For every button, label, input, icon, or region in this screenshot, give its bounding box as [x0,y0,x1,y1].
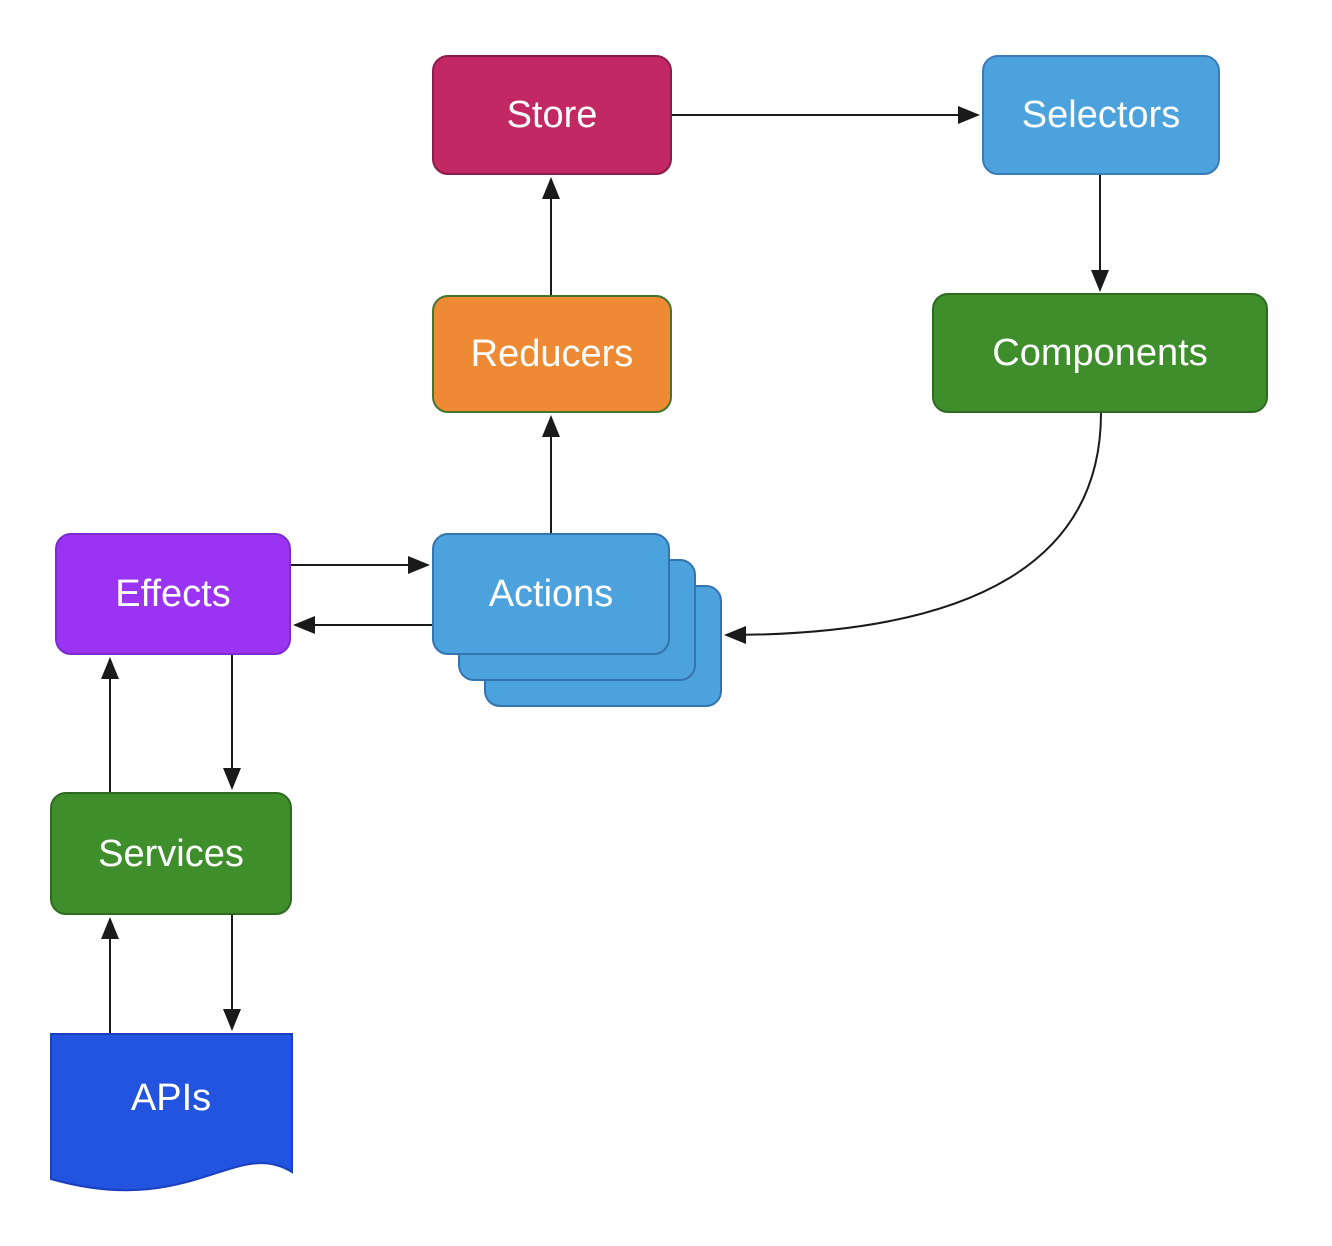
node-actions-label: Actions [488,573,614,615]
node-services: Services [50,792,292,915]
node-reducers: Reducers [432,295,672,413]
node-store: Store [432,55,672,175]
node-actions: Actions [432,533,670,655]
node-apis [50,1033,293,1192]
edge-components-to-actions [724,412,1102,644]
node-services-label: Services [98,832,244,875]
node-reducers-label: Reducers [470,333,634,375]
node-effects: Effects [55,533,291,655]
node-store-label: Store [506,94,598,136]
node-components-label: Components [992,332,1208,374]
node-components: Components [932,293,1268,413]
node-effects-label: Effects [115,573,231,615]
apis-document-shape [50,1033,293,1192]
node-selectors-label: Selectors [1021,94,1181,136]
node-selectors: Selectors [982,55,1220,175]
